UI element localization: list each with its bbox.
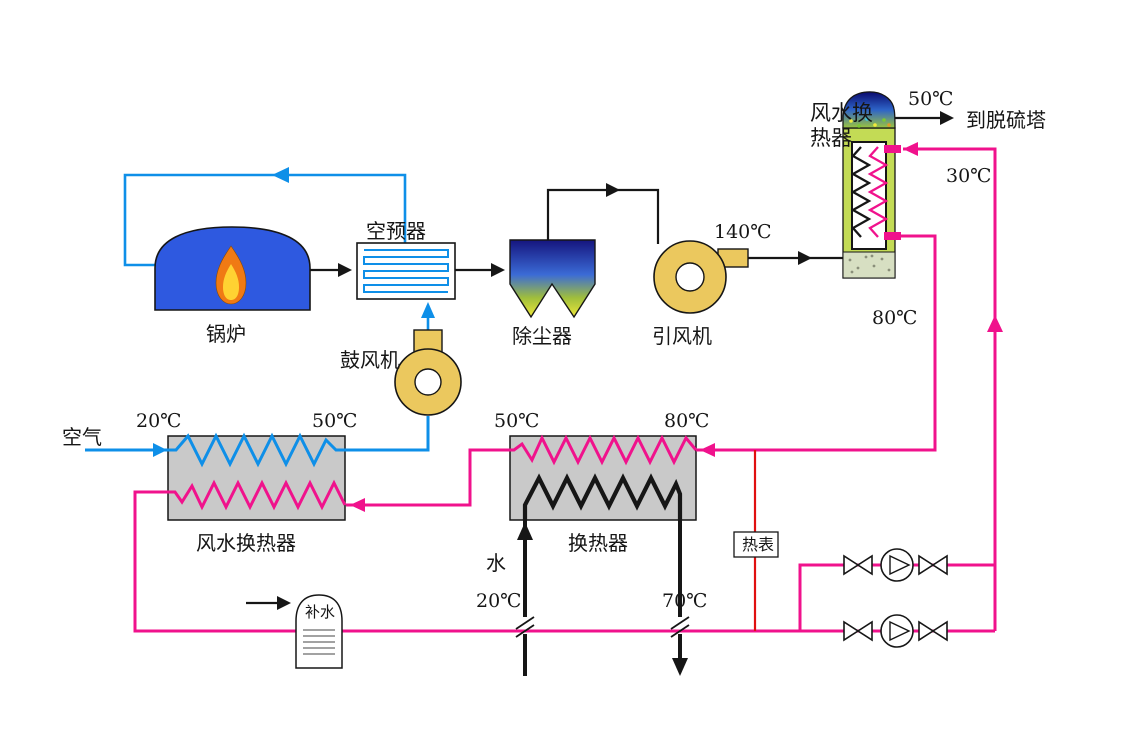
air-arrows	[153, 167, 435, 457]
boiler-label: 锅炉	[206, 322, 246, 346]
makeup-tank-body	[295, 594, 343, 669]
lower-pump-impeller	[889, 620, 911, 642]
recirculation-arrow	[272, 167, 289, 183]
air-water-hx-label: 风水换热器	[196, 531, 296, 555]
flue-lines	[246, 116, 944, 605]
air-water-hx-box	[167, 435, 346, 521]
hx-hot-in-arrow	[700, 443, 715, 457]
air-lines	[85, 173, 449, 468]
unit-top-cap	[842, 91, 896, 129]
dust-collector-shape	[509, 239, 596, 319]
riser-up-arrow	[987, 315, 1003, 332]
flue-in-temp: 140℃	[714, 221, 772, 243]
blower-label: 鼓风机	[340, 348, 400, 372]
hx-hot-in-temp: 80℃	[664, 410, 709, 432]
riser-line	[903, 147, 997, 631]
upper-valve-right	[918, 554, 948, 576]
air-inlet-coil-line	[85, 416, 430, 468]
makeup-tank-shape	[295, 594, 343, 669]
boiler-out-arrow	[338, 263, 352, 277]
airhx-hot-in-arrow	[350, 498, 365, 512]
unit-bottom-section	[842, 251, 896, 279]
makeup-water-label: 补水	[305, 603, 335, 621]
water-label: 水	[486, 551, 506, 575]
induced-fan-hub	[675, 262, 705, 292]
preheater-out-arrow	[491, 263, 505, 277]
blower-shape	[394, 329, 462, 416]
air-in-temp: 20℃	[136, 410, 181, 432]
hot-water-arrows	[350, 142, 1003, 512]
flue-arrows	[277, 111, 954, 610]
air-out-temp: 50℃	[312, 410, 357, 432]
air-label: 空气	[62, 425, 102, 449]
fan-out-arrow	[798, 251, 812, 265]
blower-up-arrow	[421, 302, 435, 318]
flue-gas-water-hx-shape	[842, 91, 901, 279]
unit-water-coil	[867, 146, 889, 238]
water-arrows	[517, 522, 688, 676]
pump-valve-assemblies	[843, 548, 948, 648]
pipe-break-marks	[515, 616, 690, 638]
unit-bottom-stub	[884, 232, 901, 240]
air-preheater-box	[356, 242, 456, 300]
heat-meter-label: 热表	[742, 535, 774, 554]
induced-fan-shape	[653, 240, 749, 314]
lower-valve-right	[918, 620, 948, 642]
air-inlet-arrow	[153, 443, 167, 457]
unit-bottom-dots	[848, 254, 891, 274]
unit-return-arrow	[903, 142, 918, 156]
heat-meter-box	[733, 531, 779, 558]
preheater-coil	[363, 249, 449, 293]
flue-gas-water-hx-label: 风水换热器	[810, 101, 873, 150]
blower-hub	[414, 368, 442, 396]
hx-hot-out-temp: 50℃	[494, 410, 539, 432]
airhx-coil-and-return	[133, 479, 995, 633]
hx-to-airhx-line	[346, 448, 510, 507]
stack-out-temp: 50℃	[908, 88, 953, 110]
water-out-arrow	[672, 658, 688, 676]
water-hx-hot-coil	[510, 434, 698, 466]
makeup-tank-hatch	[303, 629, 335, 655]
water-out-temp: 70℃	[662, 590, 707, 612]
water-hx-label: 换热器	[568, 531, 628, 555]
unit-gas-coil	[850, 146, 872, 238]
air-preheater-label: 空预器	[366, 219, 426, 243]
water-in-temp: 20℃	[476, 590, 521, 612]
water-in-arrow	[517, 522, 533, 540]
upper-valve-left	[843, 554, 873, 576]
duct-arrow	[606, 183, 620, 197]
unit-top-stub	[884, 145, 901, 153]
makeup-arrow	[277, 596, 291, 610]
upper-pump-impeller	[889, 554, 911, 576]
to-desulfurizer-label: 到脱硫塔	[966, 108, 1046, 132]
flame-inner-icon	[223, 264, 239, 300]
dust-collector-label: 除尘器	[512, 324, 572, 348]
unit-out-temp: 80℃	[872, 307, 917, 329]
unit-in-temp: 30℃	[946, 165, 991, 187]
boiler-shape	[154, 226, 311, 311]
water-hx-cold-coil	[522, 473, 683, 520]
unit-to-hx-line	[696, 234, 937, 452]
induced-fan-label: 引风机	[652, 324, 712, 348]
hot-air-recirculation-line	[123, 173, 407, 267]
stack-arrow	[940, 111, 954, 125]
dust-to-fan-duct	[546, 188, 660, 244]
lower-valve-left	[843, 620, 873, 642]
hot-water-lines	[133, 147, 997, 633]
unit-cap-speckles	[849, 117, 891, 128]
